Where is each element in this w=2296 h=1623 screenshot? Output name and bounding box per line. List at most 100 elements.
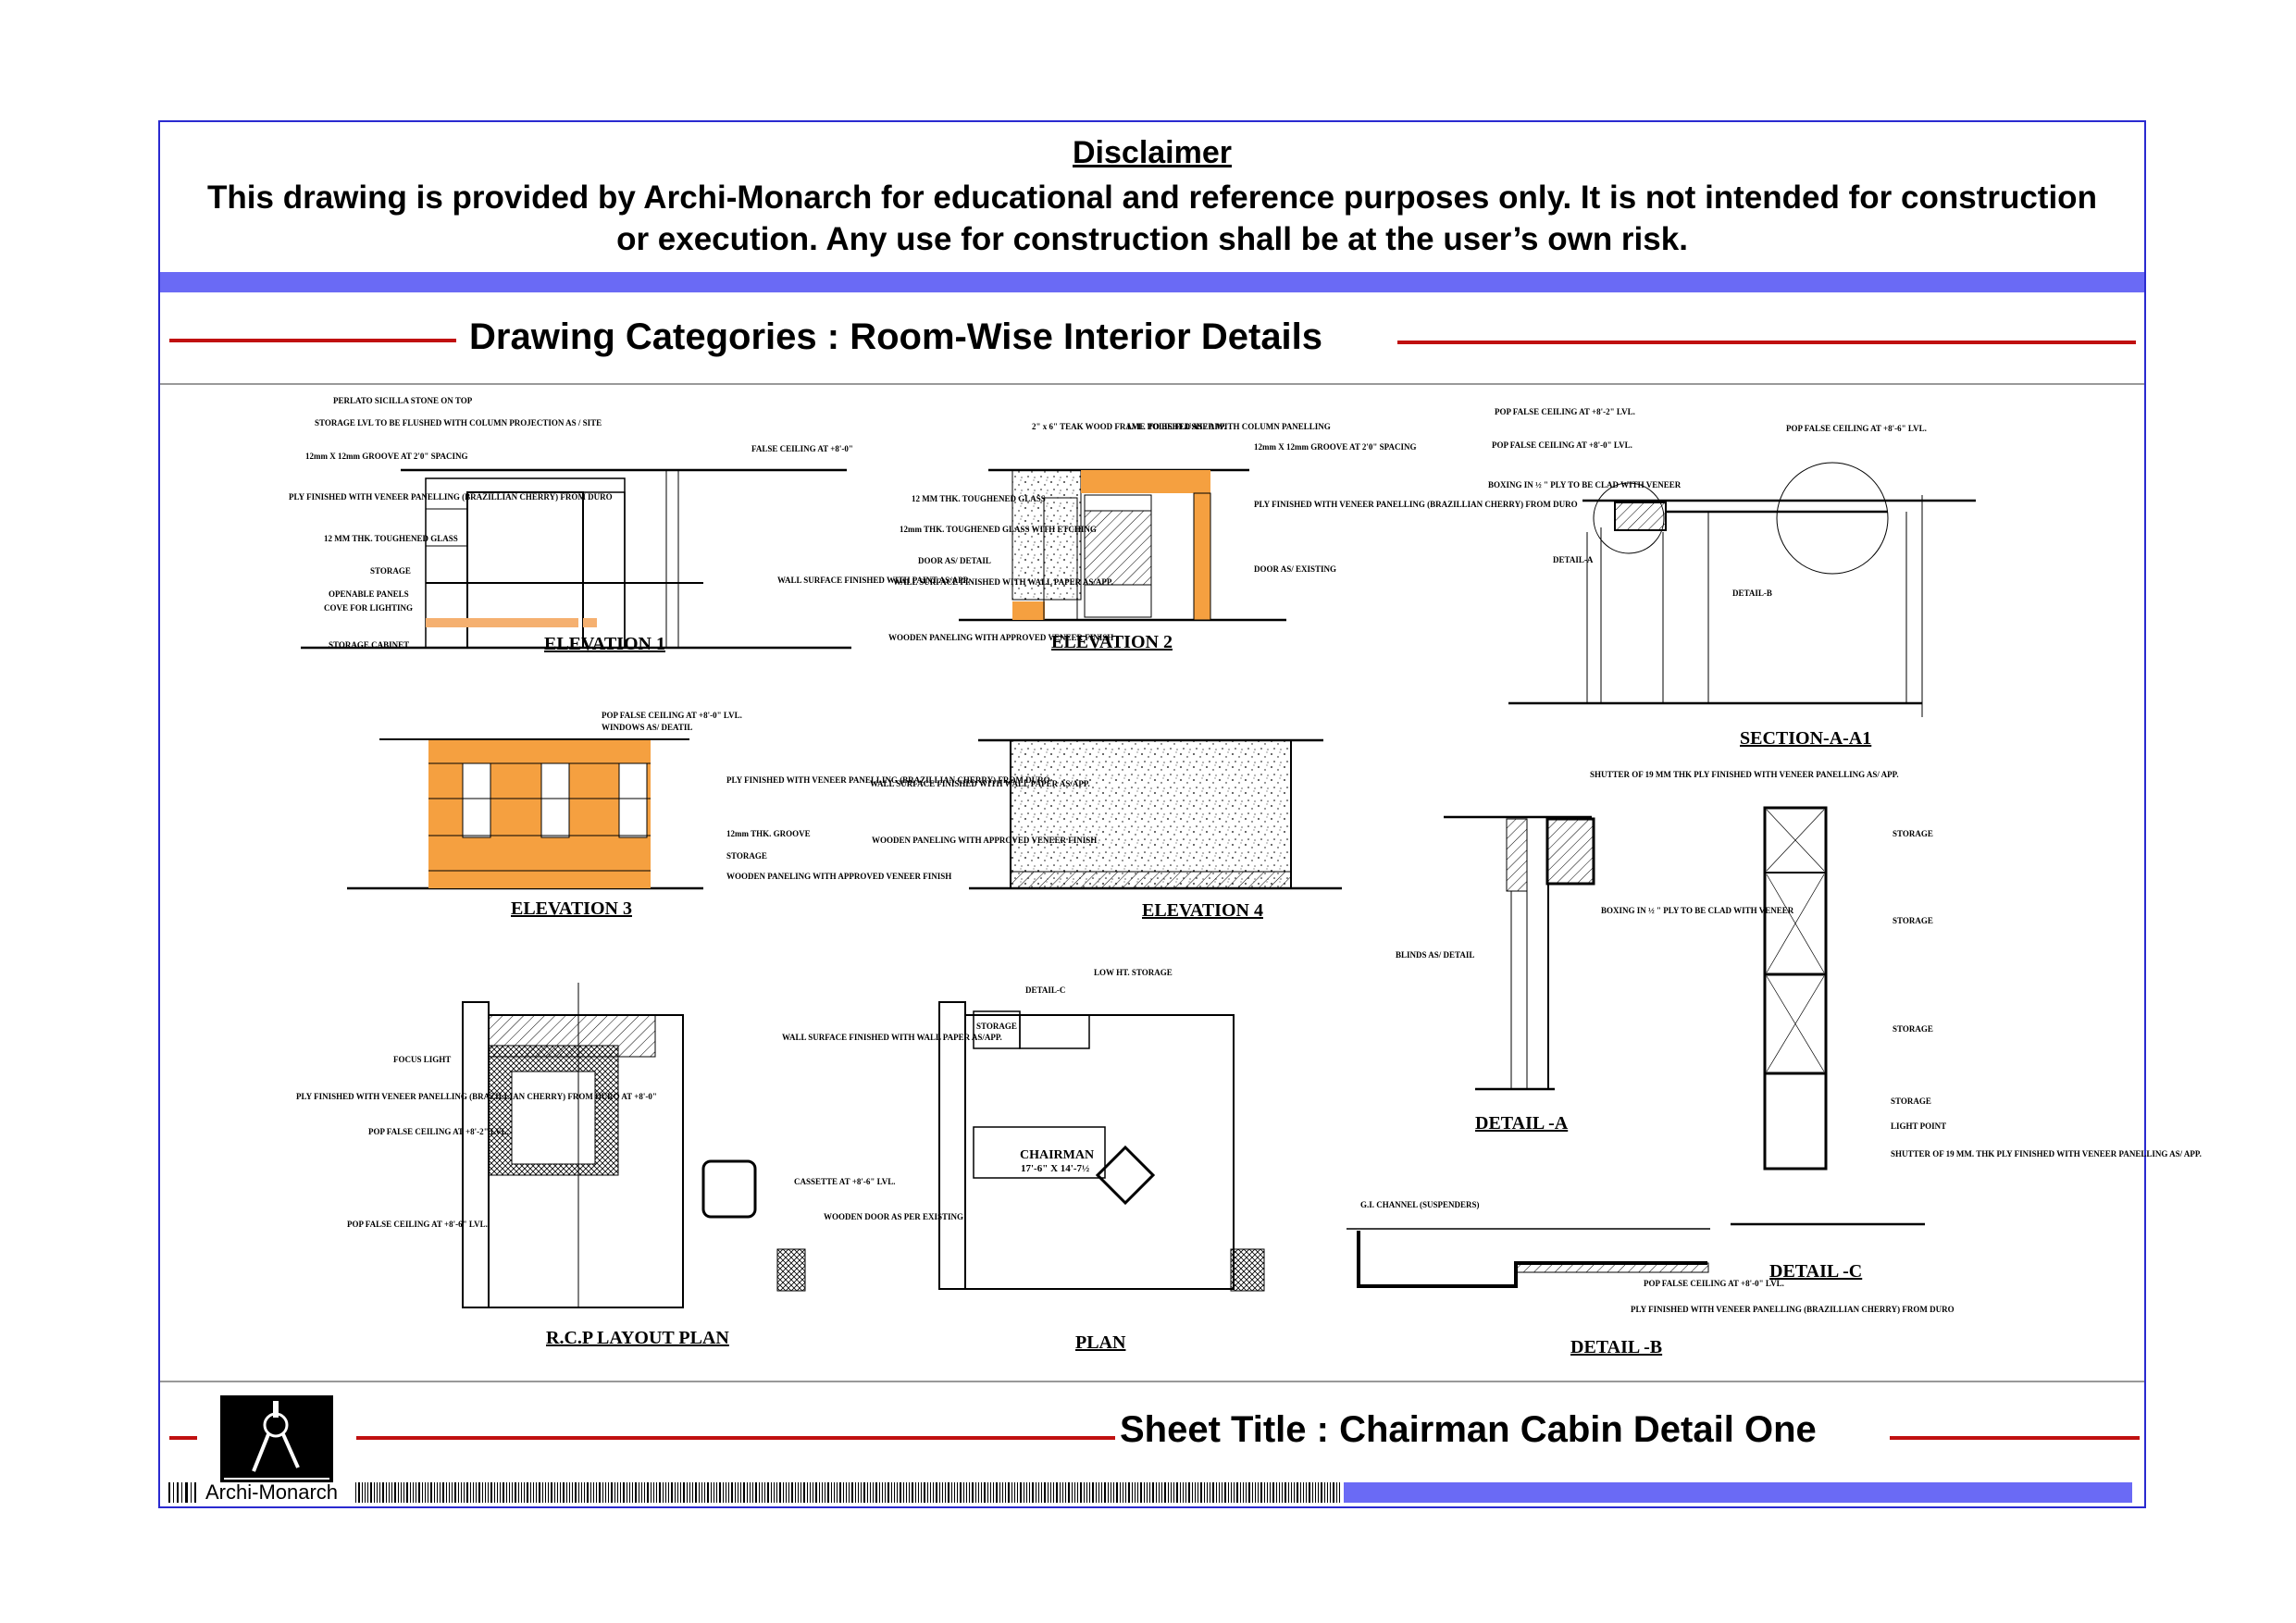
- rcp-label-ply: PLY FINISHED WITH VENEER PANELLING (BRAZ…: [296, 1092, 657, 1101]
- section-label-boxing: BOXING IN ½ " PLY TO BE CLAD WITH VENEER: [1488, 480, 1682, 489]
- detail-b: [1347, 1228, 1710, 1288]
- detailC-label-storage-4: STORAGE: [1891, 1096, 1931, 1106]
- rcp-title: R.C.P LAYOUT PLAN: [546, 1328, 729, 1348]
- brand-name: Archi-Monarch: [205, 1481, 339, 1504]
- plan-room-size: 17'-6" X 14'-7½: [1021, 1163, 1089, 1174]
- elev1-label-false-ceiling: FALSE CEILING AT +8'-0": [751, 444, 853, 453]
- elev2-label-door-existing: DOOR AS/ EXISTING: [1254, 564, 1336, 574]
- elev2-label-glass: 12 MM THK. TOUGHENED GLASS: [912, 494, 1046, 503]
- elev4-label-paneling: WOODEN PANELING WITH APPROVED VENEER FIN…: [872, 836, 1097, 845]
- detailA-label-shutter: SHUTTER OF 19 MM THK PLY FINISHED WITH V…: [1590, 770, 1899, 779]
- elev1-label-wall-paint: WALL SURFACE FINISHED WITH PAINT AS/APP.: [777, 576, 970, 585]
- elev3-label-windows: WINDOWS AS/ DEATIL: [602, 723, 692, 732]
- detailA-label-blinds: BLINDS AS/ DETAIL: [1396, 950, 1474, 960]
- elev1-label-stone: PERLATO SICILLA STONE ON TOP: [333, 396, 473, 405]
- rcp-label-focus: FOCUS LIGHT: [393, 1055, 451, 1064]
- section-label-detail-b: DETAIL-B: [1732, 588, 1772, 598]
- barcode-strip: [355, 1482, 1340, 1503]
- divider-top: [160, 383, 2144, 385]
- red-rule-left: [169, 339, 456, 342]
- rcp-label-pop-8-2: POP FALSE CEILING AT +8'-2" LVL.: [368, 1127, 509, 1136]
- red-rule-footer-mid: [356, 1436, 1115, 1440]
- rcp-label-pop-8-6: POP FALSE CEILING AT +8'-6" LVL.: [347, 1220, 488, 1229]
- elevation-1-title: ELEVATION 1: [544, 634, 665, 654]
- rcp-layout-plan: [462, 983, 806, 1308]
- elev1-label-groove: 12mm X 12mm GROOVE AT 2'0" SPACING: [305, 452, 468, 461]
- category-title: Drawing Categories : Room-Wise Interior …: [469, 316, 1323, 357]
- rcp-label-door: WOODEN DOOR AS PER EXISTING: [824, 1212, 963, 1221]
- section-title: SECTION-A-A1: [1740, 728, 1871, 749]
- barcode-left: [168, 1482, 196, 1503]
- elev1-label-cabinet: STORAGE CABINET: [329, 640, 409, 650]
- plan-label-detail-c: DETAIL-C: [1025, 985, 1065, 995]
- elev3-label-storage: STORAGE: [726, 851, 767, 861]
- detailC-label-storage-2: STORAGE: [1893, 916, 1933, 925]
- drawing-sheet: Disclaimer This drawing is provided by A…: [158, 120, 2146, 1508]
- detailB-label-pop: POP FALSE CEILING AT +8'-0" LVL.: [1644, 1279, 1784, 1288]
- detailB-label-ply: PLY FINISHED WITH VENEER PANELLING (BRAZ…: [1631, 1305, 1955, 1314]
- elev2-label-groove: 12mm X 12mm GROOVE AT 2'0" SPACING: [1254, 442, 1417, 452]
- elev1-label-ply: PLY FINISHED WITH VENEER PANELLING (BRAZ…: [289, 492, 613, 502]
- detailA-label-boxing: BOXING IN ½ " PLY TO BE CLAD WITH VENEER: [1601, 906, 1794, 915]
- elev2-label-flush: LVL. TO BE FLUSHED WITH COLUMN PANELLING: [1127, 422, 1331, 431]
- disclaimer-text: This drawing is provided by Archi-Monarc…: [207, 180, 2097, 257]
- category-row: Drawing Categories : Room-Wise Interior …: [160, 316, 2144, 372]
- red-rule-footer-left: [169, 1436, 197, 1440]
- elev2-label-ply: PLY FINISHED WITH VENEER PANELLING (BRAZ…: [1254, 500, 1578, 509]
- elev1-label-cove: COVE FOR LIGHTING: [324, 603, 413, 613]
- section-label-8-0: POP FALSE CEILING AT +8'-0" LVL.: [1492, 440, 1632, 450]
- plan-label-storage: STORAGE: [976, 1022, 1017, 1031]
- section-label-detail-a: DETAIL-A: [1553, 555, 1594, 564]
- detail-b-title: DETAIL -B: [1570, 1337, 1662, 1357]
- elev2-label-door: DOOR AS/ DETAIL: [918, 556, 991, 565]
- elev1-label-glass: 12 MM THK. TOUGHENED GLASS: [324, 534, 458, 543]
- elev3-label-ply: PLY FINISHED WITH VENEER PANELLING (BRAZ…: [726, 775, 1050, 785]
- elev2-label-wallpaper: WALL SURFACE FINISHED WITH WALL PAPER AS…: [893, 577, 1113, 587]
- elev2-label-etching: 12mm THK. TOUGHENED GLASS WITH ETCHING: [900, 525, 1097, 534]
- elev1-label-storage-lvl: STORAGE LVL TO BE FLUSHED WITH COLUMN PR…: [315, 418, 602, 427]
- detailC-label-light: LIGHT POINT: [1891, 1121, 1946, 1131]
- detailC-label-storage-1: STORAGE: [1893, 829, 1933, 838]
- elev3-label-pop: POP FALSE CEILING AT +8'-0" LVL.: [602, 711, 742, 720]
- rcp-label-cassette: CASSETTE AT +8'-6" LVL.: [794, 1177, 896, 1186]
- header-band: [160, 272, 2144, 292]
- section-label-8-6: POP FALSE CEILING AT +8'-6" LVL.: [1786, 424, 1927, 433]
- elevation-2: [959, 468, 1286, 622]
- detailB-label-channel: G.I. CHANNEL (SUSPENDERS): [1360, 1200, 1480, 1209]
- plan-room-name: CHAIRMAN: [1020, 1148, 1094, 1162]
- elev1-label-storage: STORAGE: [370, 566, 411, 576]
- elev2-label-paneling: WOODEN PANELING WITH APPROVED VENEER FIN…: [888, 633, 1113, 642]
- elevation-4: [969, 738, 1342, 890]
- detail-c: [1731, 806, 1925, 1226]
- elevation-1: [301, 468, 851, 650]
- red-rule-right: [1397, 341, 2136, 344]
- elev4-label-wallpaper: WALL SURFACE FINISHED WITH WALL PAPER AS…: [870, 779, 1090, 788]
- elev1-label-openable: OPENABLE PANELS: [329, 589, 409, 599]
- detail-c-title: DETAIL -C: [1769, 1261, 1862, 1282]
- footer-band: [1344, 1482, 2132, 1503]
- rcp-label-wall: WALL SURFACE FINISHED WITH WALL PAPER AS…: [782, 1033, 1002, 1042]
- disclaimer-block: Disclaimer This drawing is provided by A…: [160, 122, 2144, 272]
- section-a-a1: [1508, 462, 1976, 717]
- plan-label-low-storage: LOW HT. STORAGE: [1094, 968, 1173, 977]
- elev3-label-groove: 12mm THK. GROOVE: [726, 829, 811, 838]
- elevation-4-title: ELEVATION 4: [1142, 900, 1263, 921]
- disclaimer-title: Disclaimer: [1073, 135, 1232, 170]
- elev3-label-paneling: WOODEN PANELING WITH APPROVED VENEER FIN…: [726, 872, 951, 881]
- elevation-2-title: ELEVATION 2: [1051, 632, 1173, 652]
- archi-monarch-logo: [220, 1395, 333, 1482]
- red-rule-footer-right: [1890, 1436, 2140, 1440]
- section-label-8-2: POP FALSE CEILING AT +8'-2" LVL.: [1495, 407, 1635, 416]
- detailC-label-shutter: SHUTTER OF 19 MM. THK PLY FINISHED WITH …: [1891, 1149, 2202, 1158]
- elevation-3-title: ELEVATION 3: [511, 898, 632, 919]
- sheet-title: Sheet Title : Chairman Cabin Detail One: [1120, 1409, 1817, 1450]
- plan-title: PLAN: [1075, 1332, 1126, 1353]
- detail-a: [1444, 815, 1595, 1091]
- elev2-label-teak: 2" x 6" TEAK WOOD FRAME POLISHED AS / AP…: [1032, 422, 1226, 431]
- floor-plan: [938, 1001, 1265, 1292]
- detail-a-title: DETAIL -A: [1475, 1113, 1569, 1134]
- detailC-label-storage-3: STORAGE: [1893, 1024, 1933, 1034]
- divider-bottom: [160, 1381, 2144, 1382]
- elevation-3: [347, 738, 703, 890]
